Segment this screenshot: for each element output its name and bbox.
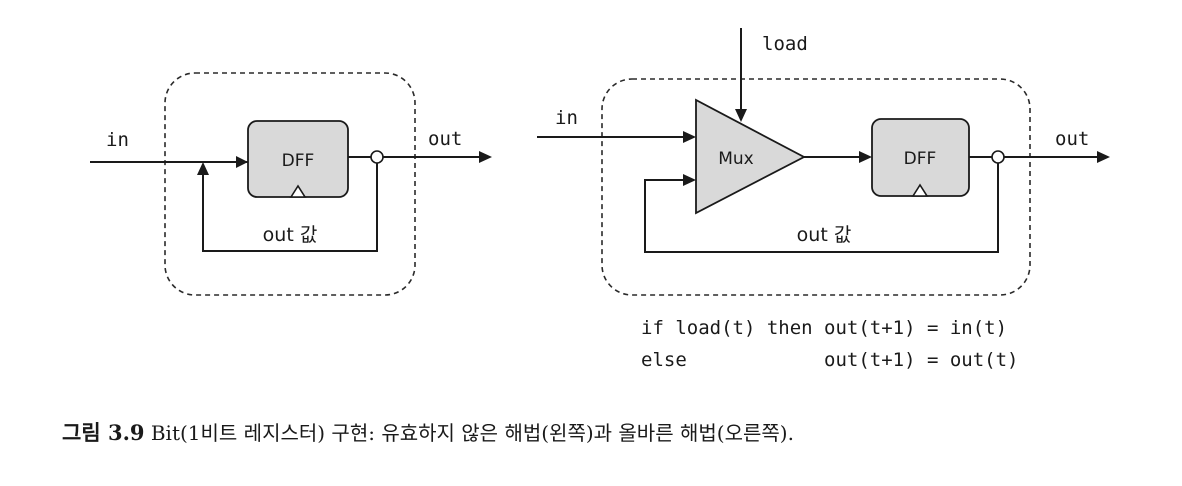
code-line-1: if load(t) then out(t+1) = in(t) [641,317,1007,339]
right-input-label: in [555,107,578,129]
left-dff-clock-icon [289,184,307,198]
right-dff-clock-icon [911,183,929,197]
load-arrowhead [735,109,747,122]
left-feedback-arrowhead [197,162,209,175]
right-output-bubble [991,150,1005,164]
right-feedback-arrowhead [683,174,696,186]
mux-label: Mux [718,149,754,169]
mux-to-dff-arrowhead [859,151,872,163]
left-diagram: in DFF out out 값 [90,72,492,296]
right-output-label: out [1055,128,1089,150]
left-chip-boundary [164,72,416,296]
left-output-arrowhead [479,151,492,163]
left-output-label: out [428,128,462,150]
left-feedback-label: out 값 [263,224,318,246]
figure-number: 그림 3.9 [62,420,145,445]
figure-caption-text: Bit(1비트 레지스터) 구현: 유효하지 않은 해법(왼쪽)과 올바른 해법… [145,421,794,445]
behavior-code: if load(t) then out(t+1) = in(t) else ou… [641,317,1019,371]
right-feedback-wire [644,163,999,253]
left-feedback-wire [202,163,378,252]
right-dff-label: DFF [904,149,937,169]
right-feedback-label: out 값 [797,224,852,246]
right-diagram: load in Mux DFF out out 값 [537,28,1110,296]
figure-caption: 그림 3.9 Bit(1비트 레지스터) 구현: 유효하지 않은 해법(왼쪽)과… [62,420,794,445]
mux-block [695,98,806,215]
left-output-bubble [370,150,384,164]
right-chip-boundary [601,78,1031,296]
code-line-2: else out(t+1) = out(t) [641,349,1019,371]
left-input-label: in [106,129,129,151]
right-output-arrowhead [1097,151,1110,163]
left-input-arrowhead [236,156,248,168]
left-dff-label: DFF [282,151,315,171]
load-label: load [762,33,808,55]
right-input-arrowhead [683,131,696,143]
